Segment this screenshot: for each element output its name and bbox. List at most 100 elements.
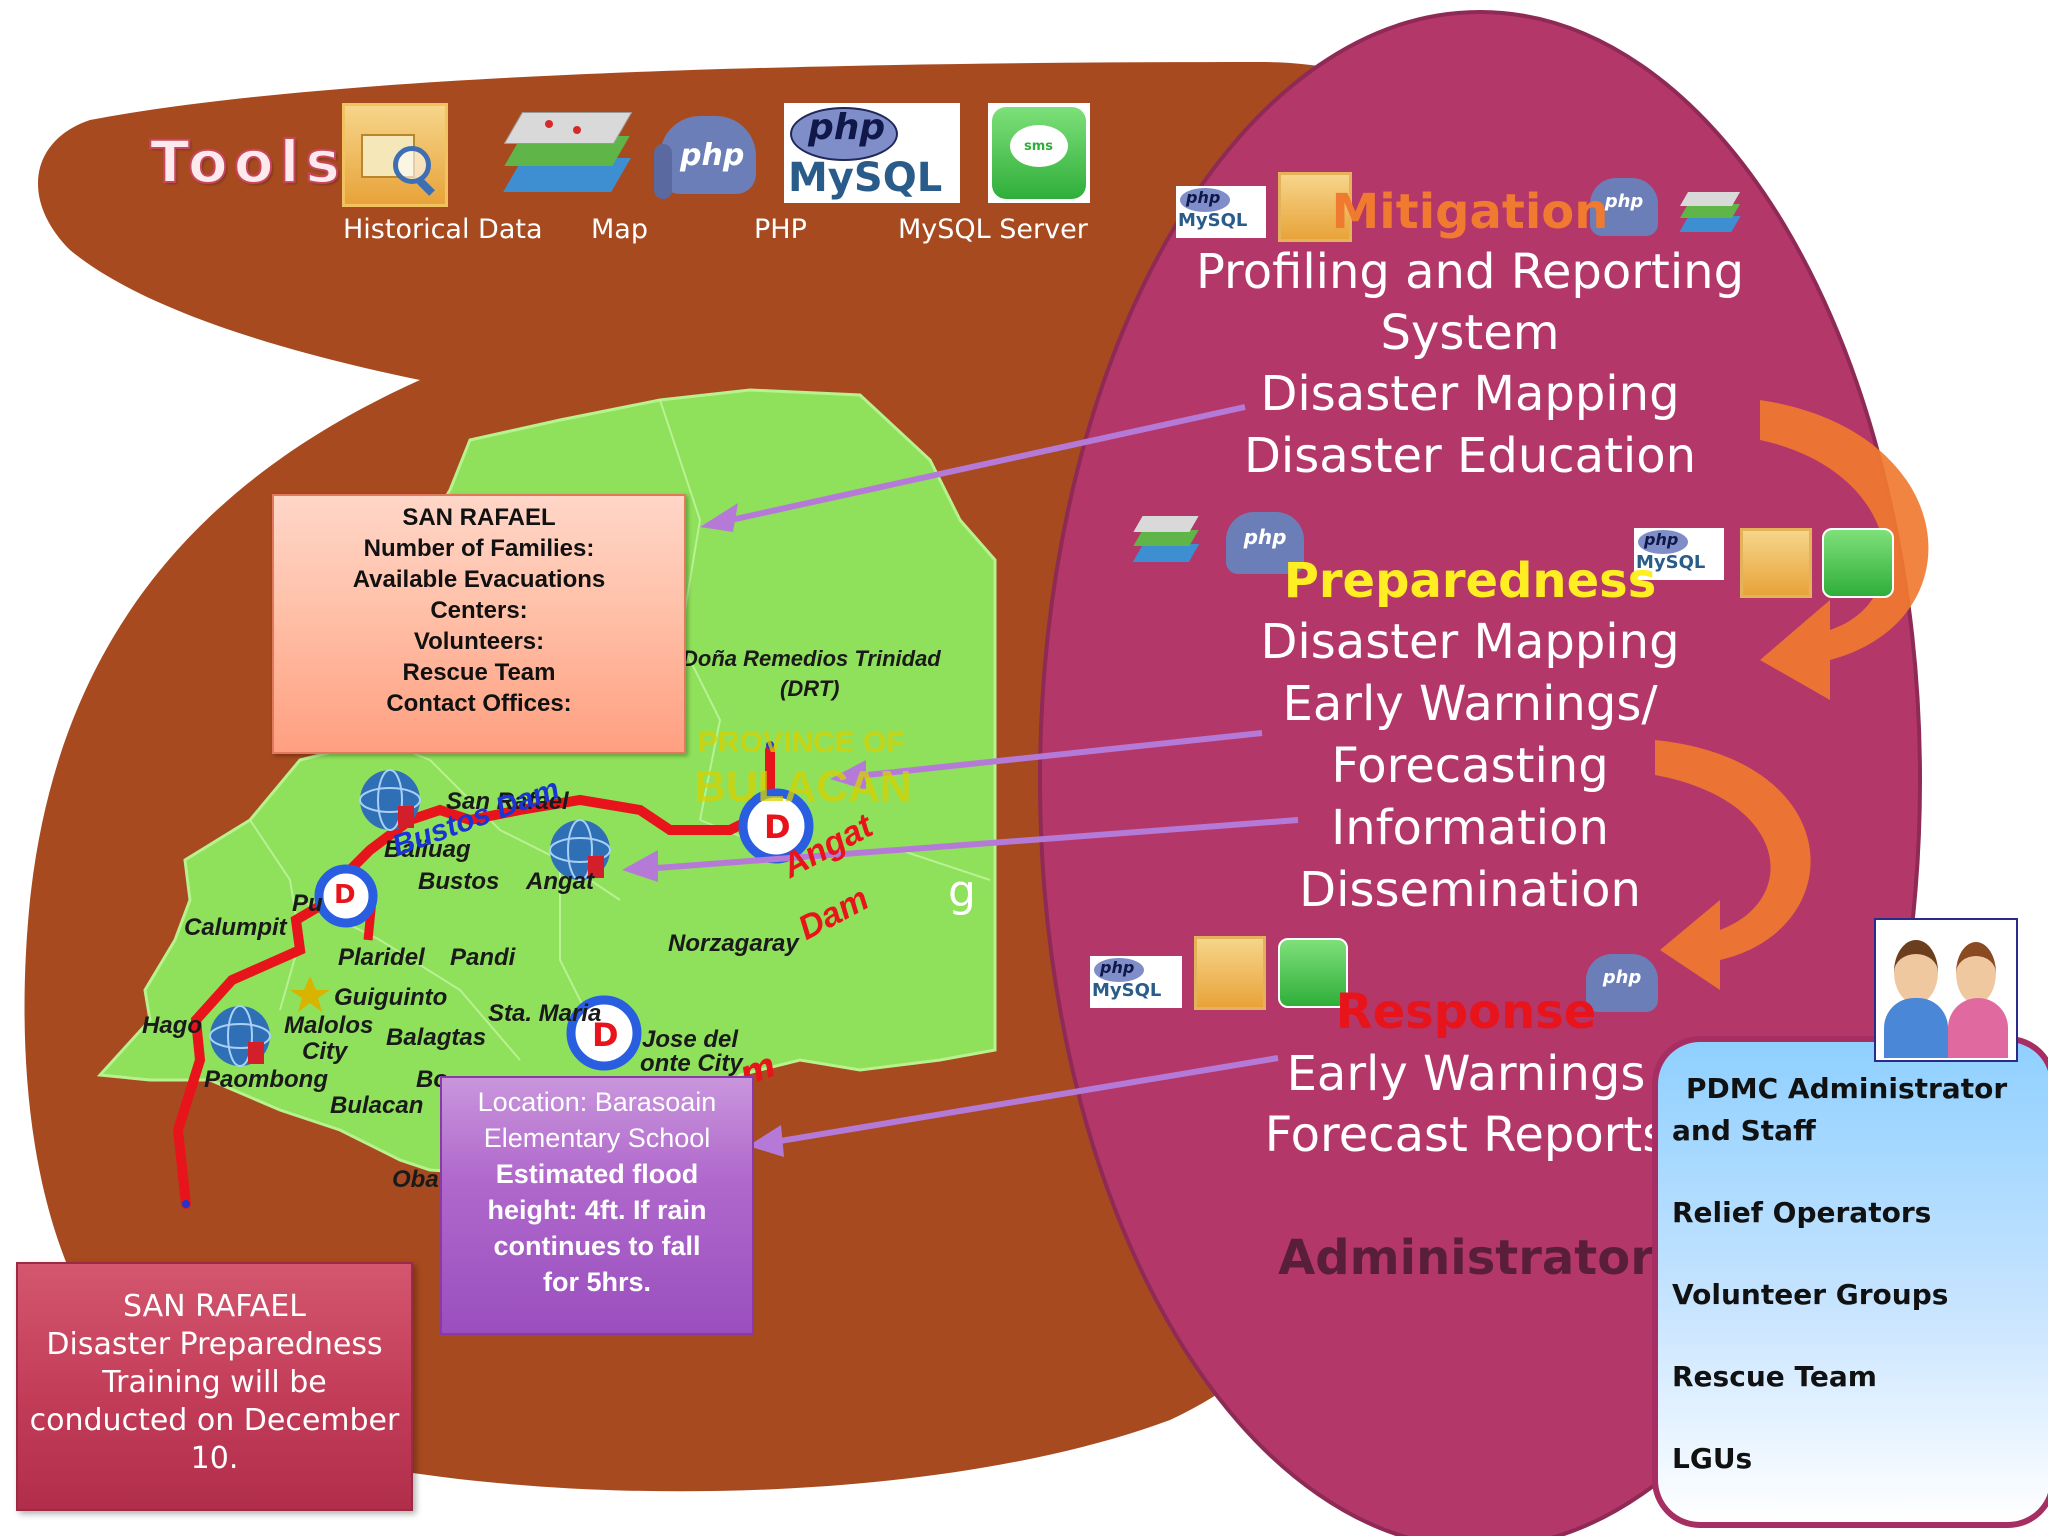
response-line-2: Forecast Reports bbox=[1264, 1107, 1668, 1163]
flood-line-3: Estimated flood bbox=[495, 1159, 699, 1189]
mitigation-php-icon: php bbox=[1590, 178, 1658, 236]
preparedness-historical-data-icon bbox=[1740, 528, 1812, 598]
san-rafael-profile-popup: SAN RAFAEL Number of Families: Available… bbox=[272, 494, 686, 754]
profile-line-3: Available Evacuations bbox=[352, 566, 606, 593]
profile-line-6: Rescue Team bbox=[402, 659, 556, 686]
mitigation-historical-data-icon bbox=[1278, 172, 1352, 242]
tools-title: Tools bbox=[149, 127, 346, 197]
stakeholder-pdmc-admin: PDMC Administrator bbox=[1686, 1072, 2008, 1105]
map-label-guiguinto: Guiguinto bbox=[334, 984, 448, 1011]
dam-marker-letter-bustos: D bbox=[334, 880, 356, 910]
preparedness-line-1: Disaster Mapping bbox=[1260, 614, 1680, 670]
php-mysql-logo-icon: php MySQL bbox=[784, 103, 960, 203]
training-line-5: 10. bbox=[190, 1441, 239, 1476]
mitigation-mysql-icon: php MySQL bbox=[1176, 186, 1266, 238]
preparedness-sms-icon bbox=[1822, 528, 1894, 598]
flood-line-4: height: 4ft. If rain bbox=[487, 1195, 707, 1225]
training-line-1: SAN RAFAEL bbox=[123, 1289, 306, 1324]
stakeholder-volunteer-groups: Volunteer Groups bbox=[1672, 1278, 1949, 1311]
globe-icon-baliuag bbox=[359, 769, 421, 831]
phase-title-mitigation: Mitigation bbox=[1331, 184, 1609, 240]
stakeholder-pdmc-staff: and Staff bbox=[1672, 1114, 1816, 1147]
administrator-label: Administrator bbox=[1278, 1230, 1654, 1286]
profile-line-2: Number of Families: bbox=[363, 535, 595, 562]
map-label-g-fragment: g bbox=[948, 866, 976, 917]
phase-title-preparedness: Preparedness bbox=[1283, 553, 1657, 609]
preparedness-line-5: Dissemination bbox=[1299, 862, 1641, 918]
preparedness-mysql-icon: php MySQL bbox=[1634, 528, 1724, 580]
preparedness-line-3: Forecasting bbox=[1331, 738, 1609, 794]
map-label-sjdm-2: onte City bbox=[640, 1050, 743, 1077]
flood-line-1: Location: Barasoain bbox=[477, 1087, 717, 1117]
map-label-baliuag: Baliuag bbox=[384, 836, 471, 863]
preparedness-line-2: Early Warnings/ bbox=[1282, 676, 1658, 732]
tool-label-historical-data: Historical Data bbox=[343, 214, 543, 245]
response-php-icon: php bbox=[1586, 954, 1658, 1012]
tool-label-php: PHP bbox=[754, 214, 807, 245]
historical-data-icon bbox=[342, 103, 448, 207]
response-historical-data-icon bbox=[1194, 936, 1266, 1010]
dam-marker-sjdm bbox=[566, 995, 642, 1071]
map-label-hagonoy: Hago bbox=[142, 1012, 202, 1039]
profile-line-5: Volunteers: bbox=[413, 628, 545, 655]
river-line bbox=[172, 745, 775, 1209]
stakeholders-panel: PDMC Administrator and Staff Relief Oper… bbox=[1652, 1036, 2048, 1528]
profile-line-1: SAN RAFAEL bbox=[402, 504, 556, 531]
map-label-malolos: Malolos bbox=[284, 1012, 374, 1039]
mitigation-line-3: Disaster Mapping bbox=[1260, 366, 1680, 422]
connector-arrows bbox=[629, 404, 1299, 1148]
users-avatar-icon bbox=[1874, 918, 2018, 1062]
training-line-3: Training will be bbox=[102, 1365, 327, 1400]
map-label-plaridel: Plaridel bbox=[338, 944, 425, 971]
dam-marker-letter-angat: D bbox=[764, 808, 791, 846]
map-label-bustos: Bustos bbox=[418, 868, 500, 895]
orange-arrow-2 bbox=[1655, 740, 1811, 990]
map-label-bulacan: BULACAN bbox=[694, 762, 912, 811]
response-sms-icon bbox=[1278, 938, 1348, 1008]
php-elephant-icon: php bbox=[650, 104, 765, 202]
map-label-sjdm-1: Jose del bbox=[642, 1026, 739, 1053]
map-label-province: PROVINCE OF bbox=[698, 726, 905, 759]
map-label-pulilan: Pu bbox=[292, 890, 323, 917]
map-label-norzagaray: Norzagaray bbox=[668, 930, 799, 957]
flood-line-5: continues to fall bbox=[493, 1231, 701, 1261]
stakeholder-lgus: LGUs bbox=[1672, 1442, 1753, 1475]
dam-marker-letter-sjdm: D bbox=[592, 1016, 619, 1054]
stakeholder-relief-operators: Relief Operators bbox=[1672, 1196, 1932, 1229]
map-label-pandi: Pandi bbox=[450, 944, 516, 971]
flood-line-2: Elementary School bbox=[483, 1123, 711, 1153]
sms-icon: sms bbox=[988, 103, 1090, 203]
map-label-balagtas: Balagtas bbox=[386, 1024, 487, 1051]
orange-arrow-1 bbox=[1760, 400, 1929, 700]
map-label-bulacan-town: Bulacan bbox=[330, 1092, 424, 1119]
training-announcement-popup: SAN RAFAEL Disaster Preparedness Trainin… bbox=[16, 1262, 413, 1511]
capital-star-icon bbox=[290, 976, 330, 1012]
profile-line-7: Contact Offices: bbox=[386, 690, 572, 717]
flood-line-6: for 5hrs. bbox=[542, 1267, 652, 1297]
map-label-malolos-city: City bbox=[302, 1038, 348, 1065]
map-label-angat: Angat bbox=[526, 868, 594, 895]
map-label-san-rafael: San Rafael bbox=[446, 788, 569, 815]
phase-title-response: Response bbox=[1335, 984, 1597, 1040]
map-label-calumpit: Calumpit bbox=[184, 914, 287, 941]
flood-warning-popup: Location: Barasoain Elementary School Es… bbox=[440, 1076, 754, 1335]
response-line-1: Early Warnings bbox=[1286, 1046, 1646, 1102]
profile-line-4: Centers: bbox=[430, 597, 528, 624]
training-line-2: Disaster Preparedness bbox=[46, 1327, 383, 1362]
tool-label-mysql-server: MySQL Server bbox=[898, 214, 1088, 245]
mitigation-line-2: System bbox=[1380, 305, 1560, 361]
map-label-paombong: Paombong bbox=[204, 1066, 328, 1093]
dam-marker-bustos bbox=[314, 864, 378, 928]
map-label-sta-maria: Sta. Maria bbox=[488, 1000, 602, 1027]
preparedness-line-4: Information bbox=[1331, 800, 1609, 856]
training-line-4: conducted on December bbox=[29, 1403, 400, 1438]
tool-label-map: Map bbox=[591, 214, 648, 245]
map-label-drt-abbr: (DRT) bbox=[780, 676, 840, 701]
map-layers-icon bbox=[495, 100, 645, 205]
map-label-drt: Doña Remedios Trinidad bbox=[682, 646, 941, 671]
stakeholder-rescue-team: Rescue Team bbox=[1672, 1360, 1877, 1393]
mitigation-line-4: Disaster Education bbox=[1243, 428, 1697, 484]
globe-icon-angat bbox=[549, 819, 611, 881]
response-mysql-icon: php MySQL bbox=[1090, 956, 1182, 1008]
preparedness-php-icon: php bbox=[1226, 512, 1304, 574]
